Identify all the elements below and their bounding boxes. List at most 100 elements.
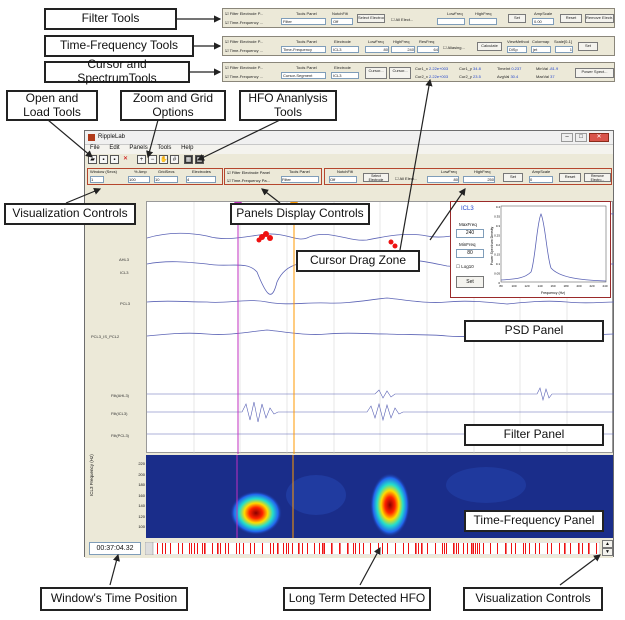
tf-ytick: 180 (138, 482, 145, 487)
cursor2-button[interactable]: Cursor... (389, 67, 411, 79)
scroll-up-icon[interactable]: ▲ (602, 540, 613, 548)
electrode-select[interactable]: ICL3 (331, 72, 359, 79)
hfo-timeline-tick (197, 543, 198, 554)
time-frequency-panel-checkbox[interactable]: ☑ Time-Frequency Pa... (227, 178, 270, 183)
time-frequency-checkbox[interactable]: ☑ Time-Frequency ... (225, 74, 264, 79)
save-icon[interactable]: ▪ (99, 155, 108, 164)
set-button[interactable]: Set (508, 14, 526, 23)
menu-edit[interactable]: Edit (109, 145, 120, 151)
amp-select[interactable]: 100 (128, 176, 150, 183)
hfo-timeline-tick (314, 543, 315, 554)
remove-electrode-button[interactable]: Remove Electro... (584, 173, 611, 182)
psd-xticks: 80 100 120 140 160 180 200 220 240 (499, 284, 608, 288)
zoom-out-icon[interactable]: − (148, 155, 157, 164)
tools-panel-select[interactable]: Cursor-Segment (281, 72, 326, 79)
hfo-review-icon[interactable]: ▦ (195, 155, 204, 164)
tools-panel-select[interactable]: Time-Frequency (281, 46, 326, 53)
select-electrode-button[interactable]: Select Electrode (357, 14, 385, 23)
notch-filter-label: NotchFilt (332, 11, 348, 16)
hfo-timeline-tick (162, 543, 163, 554)
colormap-select[interactable]: jet (531, 46, 551, 53)
select-electrode-button[interactable]: Select Electrode (363, 173, 389, 182)
close-file-icon[interactable]: ✕ (122, 156, 129, 162)
maxfreq-input[interactable]: 240 (456, 229, 484, 238)
aliasing-checkbox[interactable]: ☐ Aliasing... (443, 45, 465, 50)
scale-input[interactable]: 1 (555, 46, 573, 53)
filter-electrode-checkbox[interactable]: ☑ Filter Electrode P... (225, 65, 264, 70)
notch-filter-select[interactable]: Off (331, 18, 353, 25)
psd-set-button[interactable]: Set (456, 276, 484, 288)
ampscale-select[interactable]: 0.00 (532, 18, 554, 25)
grid-icon[interactable]: # (170, 155, 179, 164)
tools-panel-select[interactable]: Filter (281, 18, 326, 25)
minfreq-label: MinFreq (459, 242, 476, 247)
maximize-icon[interactable]: □ (575, 133, 587, 142)
value: 2.22e+003 (429, 66, 449, 71)
menu-tools[interactable]: Tools (157, 145, 172, 151)
power-spectrum-button[interactable]: Power Spect... (575, 68, 614, 78)
psd-xtick: 160 (550, 284, 555, 288)
scroll-down-icon[interactable]: ▼ (602, 548, 613, 556)
remove-electrode-button[interactable]: Remove Electr... (585, 14, 614, 23)
filter-electrode-checkbox[interactable]: ☑ Filter Electrode P... (225, 39, 264, 44)
hfo-timeline-tick (497, 543, 498, 554)
menu-help[interactable]: Help (181, 145, 194, 151)
lowfreq-input[interactable]: 80 (365, 46, 389, 53)
cursor1-button[interactable]: Cursor... (365, 67, 387, 79)
zoom-in-icon[interactable]: + (137, 155, 146, 164)
lowfreq-label: LowFreq (447, 11, 463, 16)
ampscale-select[interactable]: 0 (529, 176, 553, 183)
close-icon[interactable]: ✕ (589, 133, 609, 142)
all-electrodes-checkbox[interactable]: ☐ All Elect... (391, 17, 414, 22)
highfreq-input[interactable]: 250 (463, 176, 495, 183)
hfo-timeline-tick (479, 543, 480, 554)
lowfreq-input[interactable]: 80 (427, 176, 459, 183)
minfreq-input[interactable]: 80 (456, 249, 484, 258)
pan-hand-icon[interactable]: ✋ (159, 155, 168, 164)
electrode-select[interactable]: ICL3 (331, 46, 359, 53)
set-button[interactable]: Set (578, 42, 598, 51)
time-position-field[interactable]: 00:37:04.32 (89, 542, 141, 555)
filter-electrode-checkbox[interactable]: ☑ Filter Electrode P... (225, 11, 264, 16)
notch-select[interactable]: Off (329, 176, 357, 183)
all-electrodes-checkbox[interactable]: ☐ All Elect... (395, 176, 418, 181)
open-folder-icon[interactable]: ▰ (88, 155, 97, 164)
reset-button[interactable]: Reset (559, 173, 581, 182)
set-button[interactable]: Set (503, 173, 523, 182)
viewmethod-select[interactable]: DiSp (507, 46, 527, 53)
reset-button[interactable]: Reset (560, 14, 582, 23)
log10-checkbox[interactable]: ☐ Log10 (456, 264, 474, 269)
psd-ytick: 0 (498, 281, 500, 285)
hfo-timeline-tick (302, 543, 303, 554)
hfo-timeline-tick (458, 543, 459, 554)
time-frequency-checkbox[interactable]: ☑ Time-Frequency ... (225, 20, 264, 25)
window-secs-input[interactable]: 1 (90, 176, 104, 183)
highfreq-input[interactable] (469, 18, 497, 25)
hfo-timeline-tick (225, 543, 226, 554)
menu-panels[interactable]: Panels (129, 145, 148, 151)
hfo-detect-icon[interactable]: ▦ (184, 155, 193, 164)
psd-xtick: 180 (563, 284, 568, 288)
electrode-label: Electrode (334, 65, 351, 70)
label: Cur2_x (415, 74, 428, 79)
tools-panel-select[interactable]: Filter (281, 176, 319, 183)
minimize-icon[interactable]: – (561, 133, 573, 142)
resfreq-input[interactable]: 64 (417, 46, 439, 53)
maxval-readout: MaxVal 37 (536, 74, 555, 79)
hfo-timeline-tick (243, 543, 244, 554)
scroll-left-icon[interactable] (145, 542, 154, 555)
highfreq-input[interactable]: 240 (391, 46, 415, 53)
calculate-button[interactable]: Calculate (477, 42, 502, 51)
tools-panel-label: Tools Panel (296, 65, 317, 70)
lowfreq-input[interactable] (437, 18, 465, 25)
hfo-timeline-tick (564, 543, 566, 554)
electrodes-select[interactable]: 4 (186, 176, 216, 183)
psd-xtick: 120 (524, 284, 529, 288)
menu-file[interactable]: File (90, 145, 100, 151)
hfo-timeline-tick (254, 543, 255, 554)
gridsecs-select[interactable]: 10 (154, 176, 178, 183)
time-frequency-checkbox[interactable]: ☑ Time-Frequency ... (225, 48, 264, 53)
load-icon[interactable]: ▪ (110, 155, 119, 164)
hfo-timeline[interactable] (145, 542, 600, 555)
filter-panel-checkbox[interactable]: ☑ Filter Electrode Panel (227, 170, 270, 175)
